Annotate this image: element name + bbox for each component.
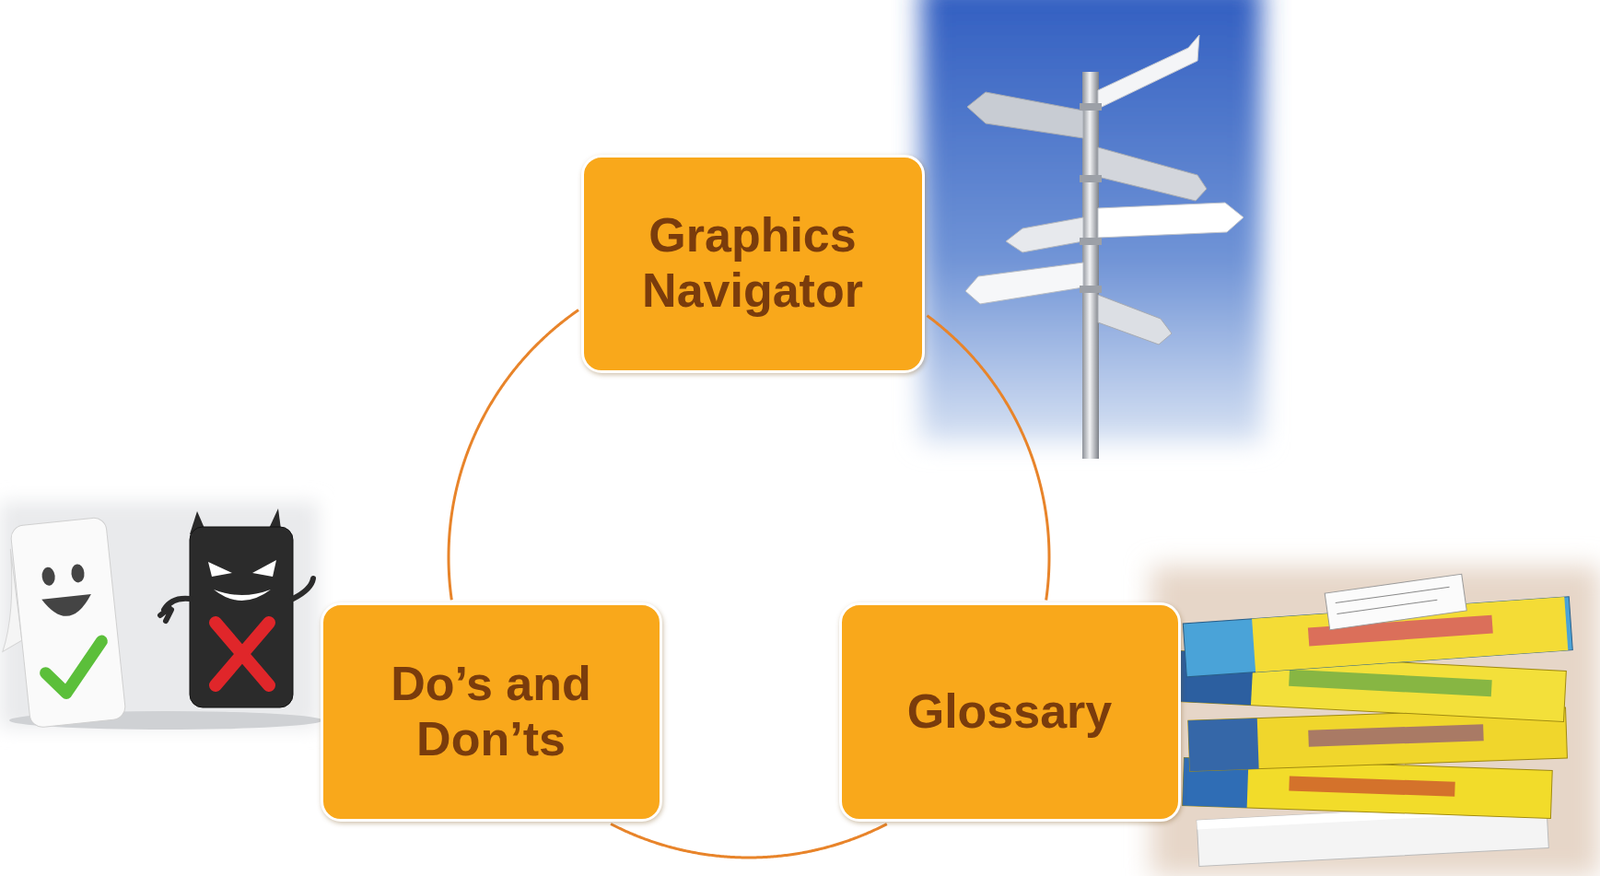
photo-ground: [0, 502, 318, 728]
sign: [1097, 294, 1172, 345]
text-stack: Do’s and Don’ts: [341, 656, 642, 768]
dos-donts-picture: [0, 502, 323, 731]
sign: [1097, 35, 1200, 109]
text-stack: Graphics Navigator: [602, 208, 904, 319]
clamp: [1079, 237, 1102, 246]
process-box: Graphics Navigator: [581, 154, 925, 374]
signpost-picture: [921, 0, 1262, 459]
bad-character: [160, 508, 314, 708]
sign: [1005, 217, 1084, 253]
clamp: [1079, 285, 1102, 293]
clamp: [1079, 175, 1102, 183]
sign: [965, 262, 1084, 304]
process-box: Do’s and Don’ts: [320, 602, 663, 822]
cycle-arc: [610, 823, 888, 858]
sign: [1097, 202, 1244, 238]
box-label: Do’s and Don’ts: [341, 656, 642, 768]
text-stack: Glossary: [907, 684, 1113, 740]
pole: [1082, 71, 1099, 459]
clamp: [1079, 103, 1102, 111]
cycle-arc: [448, 310, 579, 601]
sign: [1097, 147, 1207, 201]
good-character: [0, 516, 127, 731]
cycle-arc: [927, 315, 1050, 601]
box-label: Glossary: [907, 684, 1113, 740]
process-box: Glossary: [839, 602, 1181, 822]
box-label: Graphics Navigator: [602, 208, 904, 319]
books-picture: [1151, 566, 1600, 876]
table: [1151, 566, 1600, 876]
sign: [967, 92, 1084, 139]
